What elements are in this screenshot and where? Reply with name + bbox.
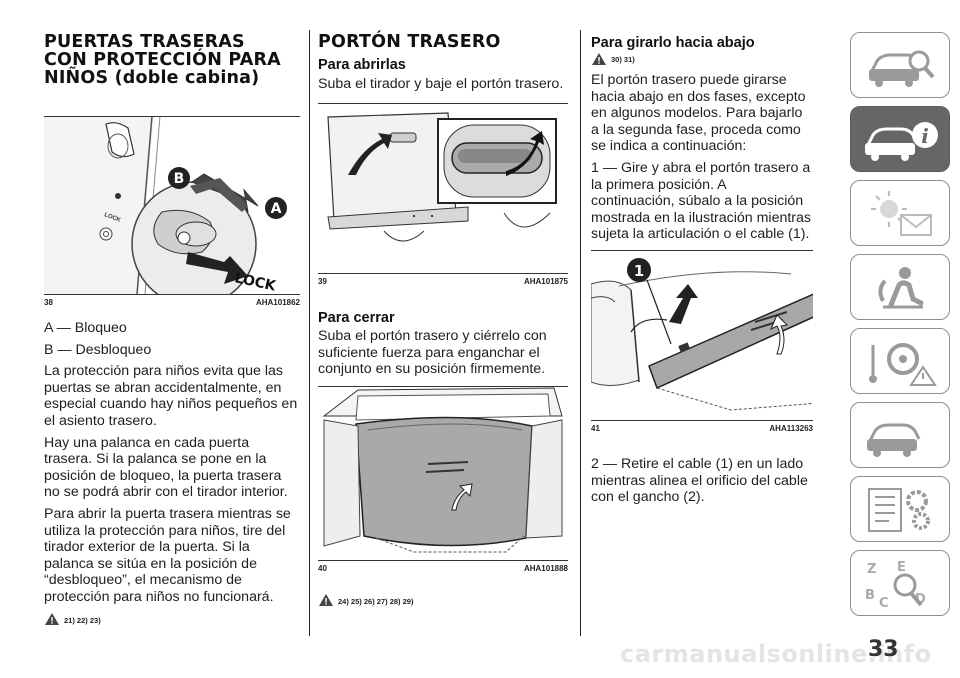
tab-starting-driving[interactable] — [850, 254, 950, 320]
figure-number: 38 — [44, 298, 53, 307]
figure-38: LOCK LOCK B A 38 AHA101862 — [44, 116, 300, 311]
callout-b: B — [174, 171, 185, 187]
lock-label: LOCK — [233, 270, 278, 294]
svg-text:C: C — [879, 596, 889, 611]
legend-a: A — Bloqueo — [44, 320, 127, 336]
column-divider — [309, 30, 310, 636]
paragraph-close: Suba el portón trasero y ciérrelo con su… — [318, 328, 547, 378]
figure-caption: 40 AHA101888 — [318, 564, 568, 573]
svg-text:B: B — [865, 588, 875, 603]
figure-caption: 41 AHA113263 — [591, 424, 813, 433]
car-emergency-icon — [867, 423, 921, 457]
figure-41: 1 41 AHA113263 — [591, 250, 813, 440]
figure-caption: 38 AHA101862 — [44, 298, 300, 307]
tailgate-closing-illustration — [322, 387, 563, 553]
figure-code: AHA101862 — [255, 298, 300, 307]
warning-refs: 21) 22) 23) — [64, 615, 101, 625]
figure-code: AHA113263 — [769, 424, 813, 433]
figure-40: 40 AHA101888 — [318, 386, 568, 580]
tab-getting-to-know-car[interactable] — [850, 32, 950, 98]
warning-refs: 30) 31) — [611, 55, 635, 64]
section-heading-tailgate: PORTÓN TRASERO — [318, 32, 501, 52]
tailgate-cable-illustration: 1 — [591, 258, 813, 411]
legend-b: B — Desbloqueo — [44, 341, 152, 358]
car-service-icon — [868, 488, 930, 532]
figure-caption: 39 AHA101875 — [318, 277, 568, 286]
tab-emergency[interactable] — [850, 402, 950, 468]
callout-a: A — [271, 201, 282, 217]
warning-note: 30) 31) — [591, 52, 635, 66]
paragraph: La protección para niños evita que las p… — [44, 363, 298, 429]
tailgate-handle-illustration — [327, 112, 557, 242]
car-info-icon: i — [865, 122, 938, 161]
svg-text:Z: Z — [867, 562, 876, 577]
watermark-footer: carmanualsonline.info — [620, 640, 932, 668]
warning-triangle-icon — [45, 612, 59, 625]
paragraph-open: Suba el tirador y baje el portón trasero… — [318, 76, 564, 92]
specs-gears-icon: Z E BC D — [865, 560, 926, 611]
column-divider — [580, 30, 581, 636]
figure-number: 41 — [591, 424, 600, 433]
warning-refs: 24) 25) 26) 27) 28) 29) — [338, 597, 414, 606]
warning-note: 24) 25) 26) 27) 28) 29) — [318, 593, 413, 607]
paragraph: Hay una palanca en cada puerta trasera. … — [44, 434, 288, 501]
svg-text:E: E — [897, 560, 906, 575]
paragraph: Para abrir la puerta trasera mientras se… — [44, 505, 291, 605]
lock-small-label: LOCK — [103, 212, 122, 224]
subheading-fold-down: Para girarlo hacia abajo — [591, 35, 755, 51]
figure-code: AHA101888 — [523, 564, 568, 573]
tab-warning-lights[interactable] — [850, 328, 950, 394]
paragraph: El portón trasero puede girarse hacia ab… — [591, 72, 806, 155]
child-lock-illustration: LOCK LOCK B A — [44, 116, 287, 294]
warning-lights-icon — [871, 191, 932, 236]
heading-line: NIÑOS (doble cabina) — [44, 68, 260, 88]
warning-note: 21) 22) 23) — [44, 612, 300, 626]
callout-1: 1 — [634, 262, 644, 280]
tab-servicing[interactable] — [850, 476, 950, 542]
figure-number: 40 — [318, 564, 327, 573]
warning-triangle-icon — [592, 53, 606, 65]
warning-triangle-icon — [319, 594, 333, 606]
heading-line: PUERTAS TRASERAS — [44, 32, 245, 52]
heading-line: CON PROTECCIÓN PARA — [44, 50, 281, 70]
figure-number: 39 — [318, 277, 327, 286]
page-number: 33 — [868, 637, 899, 662]
subheading-close: Para cerrar — [318, 310, 395, 326]
tab-safety[interactable] — [850, 180, 950, 246]
car-search-icon — [869, 50, 935, 87]
steering-warning-icon — [869, 343, 937, 386]
paragraph: 1 — Gire y abra el portón trasero a la p… — [591, 159, 812, 243]
figure-code: AHA101875 — [523, 277, 568, 286]
svg-text:i: i — [921, 124, 929, 148]
section-heading-child-safety: PUERTAS TRASERAS CON PROTECCIÓN PARA NIÑ… — [44, 33, 300, 87]
subheading-open: Para abrirlas — [318, 57, 406, 73]
tab-knowing-instrument-panel[interactable]: i — [850, 106, 950, 172]
figure-39: 39 AHA101875 — [318, 103, 568, 295]
svg-text:D: D — [915, 592, 926, 607]
airbag-person-icon — [878, 267, 924, 309]
paragraph: 2 — Retire el cable (1) en un lado mient… — [591, 456, 808, 506]
